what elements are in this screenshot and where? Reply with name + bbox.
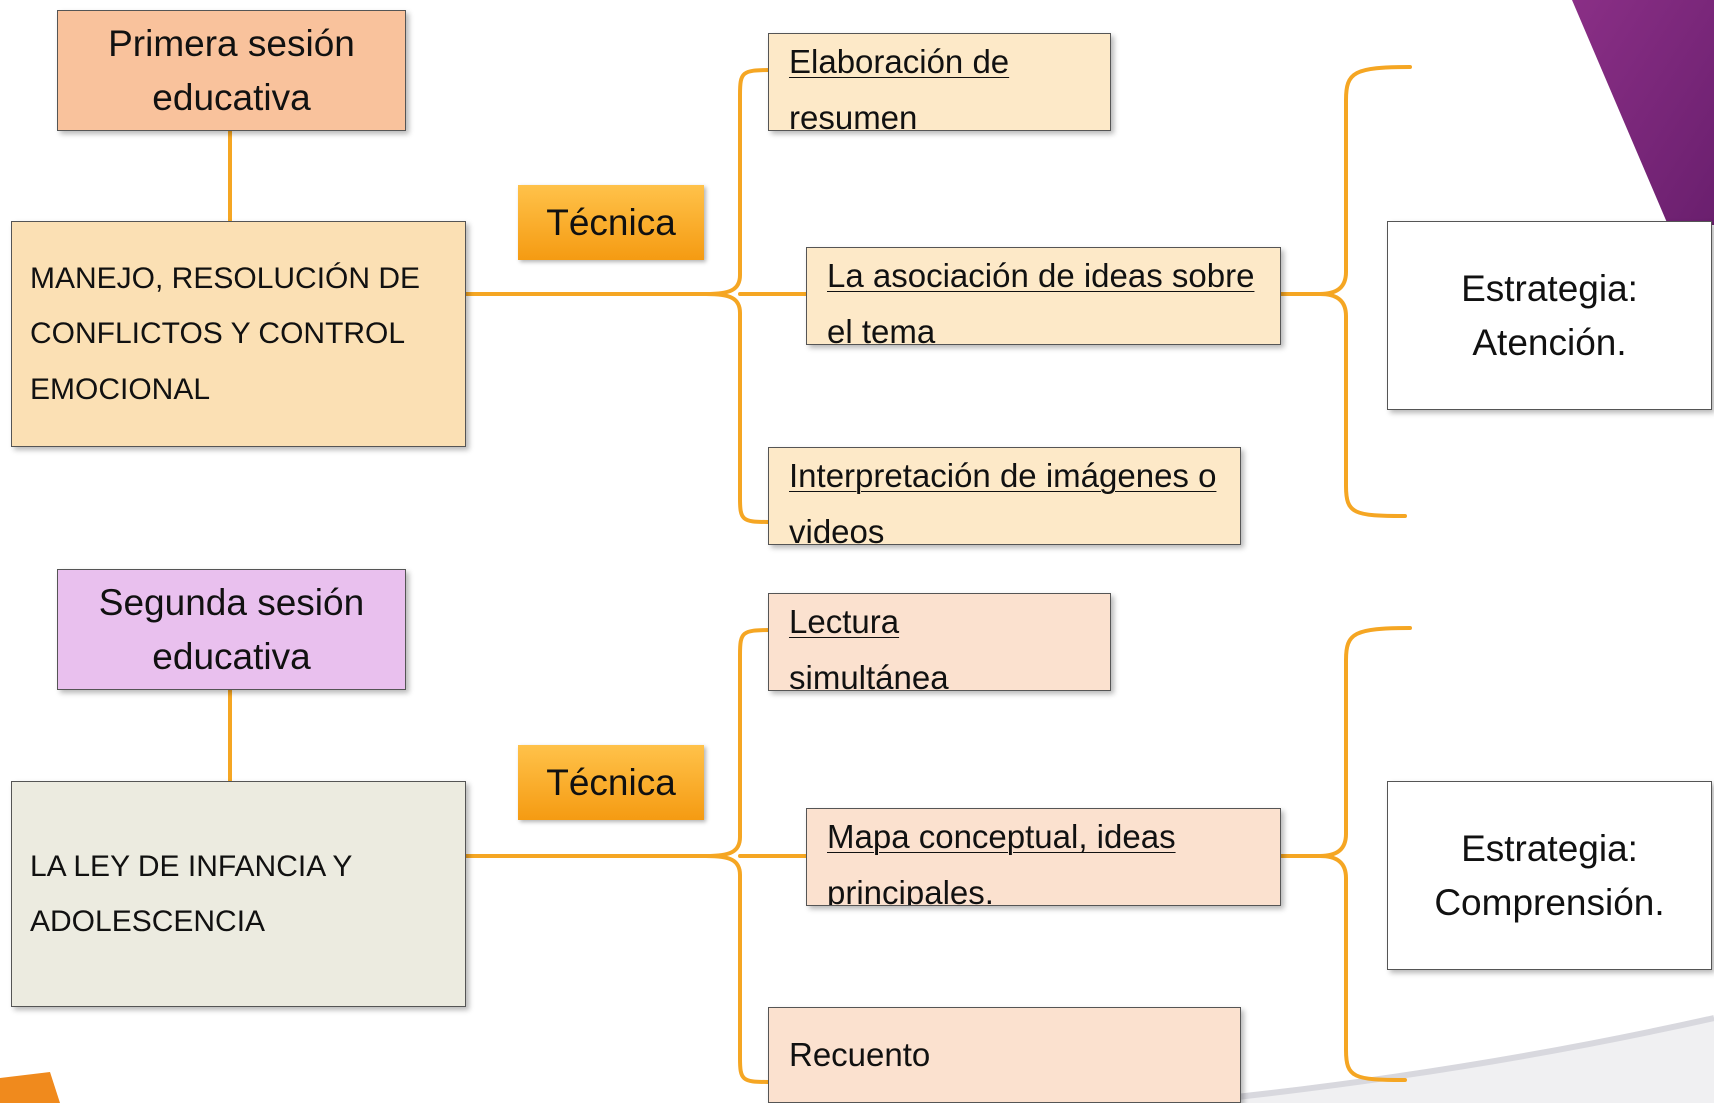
session2-title-box: Segunda sesión educativa — [57, 569, 406, 690]
session2-topic-box: LA LEY DE INFANCIA Y ADOLESCENCIA — [11, 781, 466, 1007]
session2-technique-1: Lectura simultánea — [768, 593, 1111, 691]
session2-technique-3: Recuento — [768, 1007, 1241, 1103]
purple-corner-shape — [1572, 0, 1714, 225]
session1-technique-3: Interpretación de imágenes o videos — [768, 447, 1241, 545]
bracket-strategy-1 — [1319, 65, 1412, 518]
session1-tecnica-label: Técnica — [518, 185, 704, 260]
bracket-strategy-2 — [1319, 626, 1412, 1082]
session1-title-box: Primera sesión educativa — [57, 10, 406, 131]
session1-technique-1: Elaboración de resumen — [768, 33, 1111, 131]
session2-strategy-box: Estrategia: Comprensión. — [1387, 781, 1712, 970]
bracket-techniques-2 — [705, 628, 772, 1084]
orange-corner-shape — [0, 1072, 60, 1103]
session1-technique-2: La asociación de ideas sobre el tema — [806, 247, 1281, 345]
bracket-techniques-1 — [705, 68, 772, 524]
bottom-swoosh-shape — [1180, 1018, 1714, 1103]
session2-tecnica-label: Técnica — [518, 745, 704, 820]
session1-strategy-box: Estrategia: Atención. — [1387, 221, 1712, 410]
session2-technique-2: Mapa conceptual, ideas principales. — [806, 808, 1281, 906]
session1-topic-box: MANEJO, RESOLUCIÓN DE CONFLICTOS Y CONTR… — [11, 221, 466, 447]
bottom-swoosh-line — [1179, 1015, 1714, 1103]
